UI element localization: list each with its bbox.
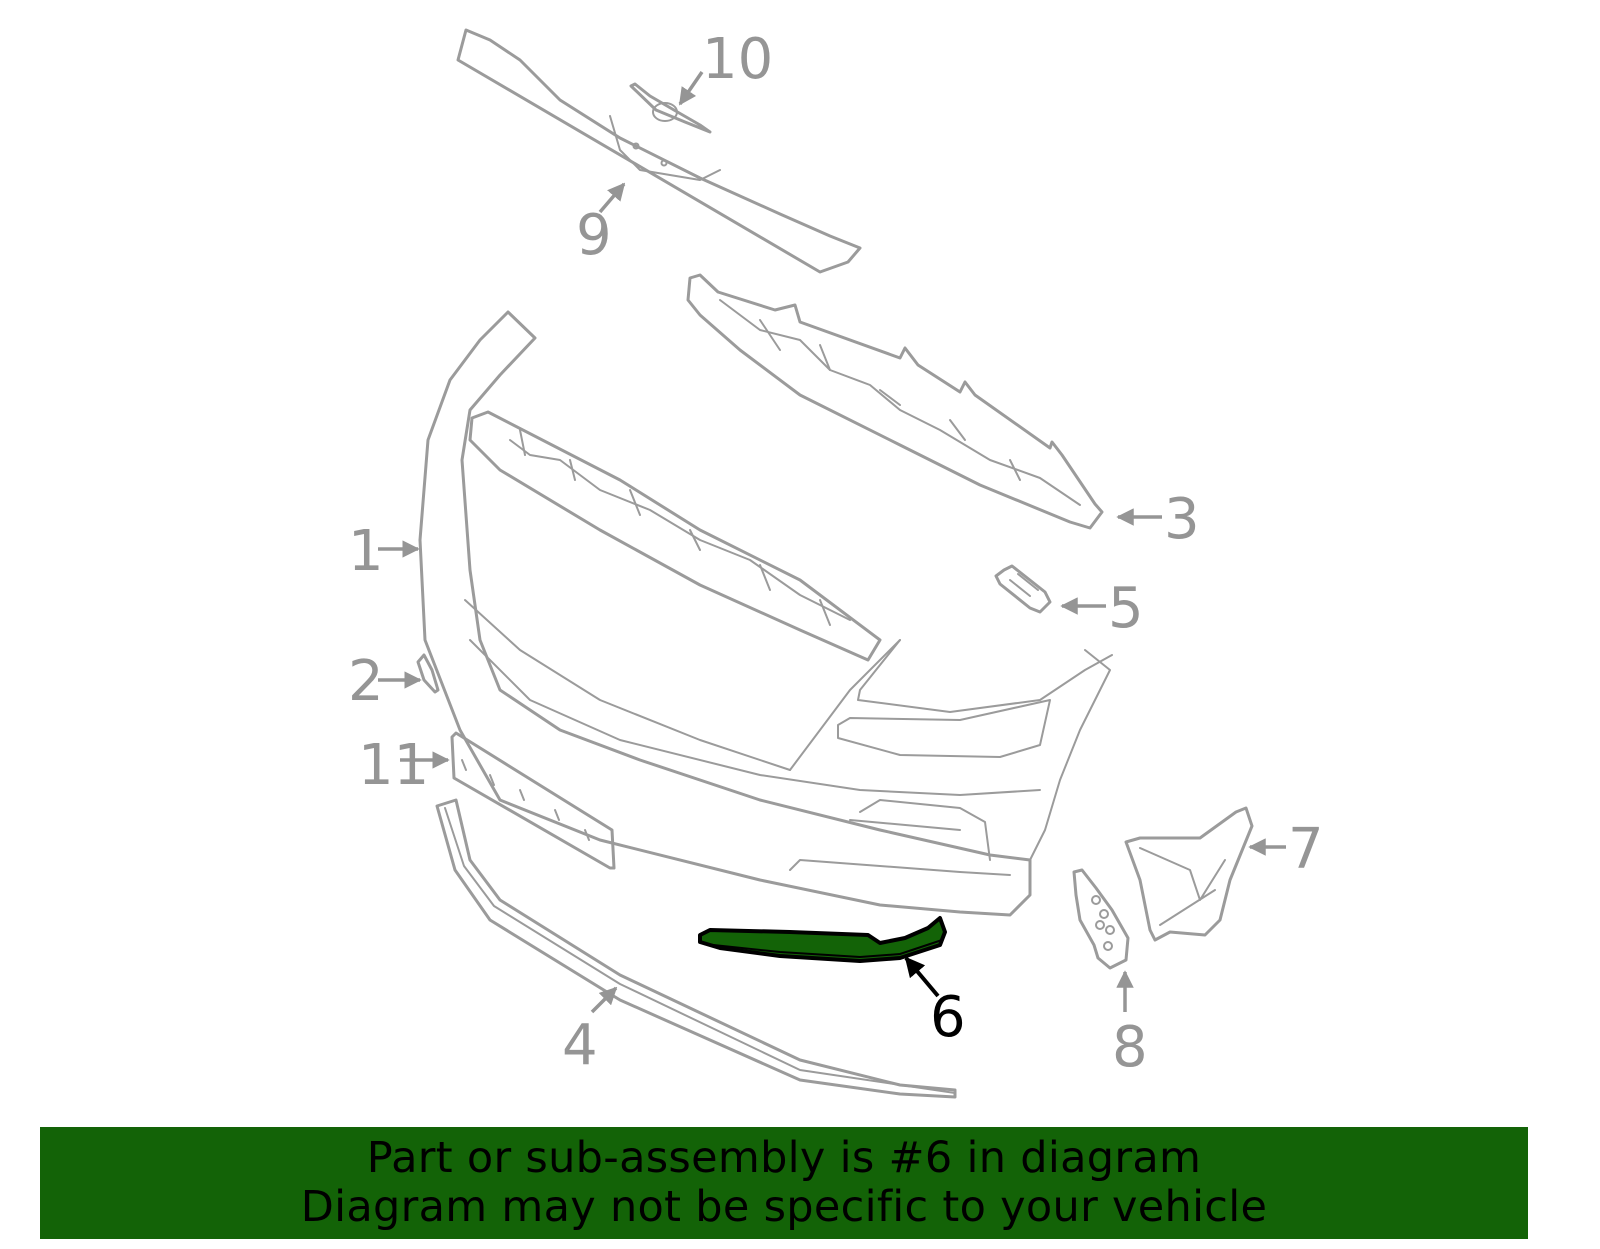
part-8-grille-insert[interactable] — [1072, 868, 1130, 970]
callout-7-label: 7 — [1288, 817, 1324, 882]
callout-7[interactable]: 7 — [1248, 817, 1324, 882]
part-3-reinforcement-bracket[interactable] — [686, 273, 1104, 530]
callout-11[interactable]: 11 — [358, 733, 450, 798]
banner-disclaimer: Diagram may not be specific to your vehi… — [300, 1182, 1268, 1232]
part-1-bumper-cover[interactable] — [418, 310, 1113, 917]
part-2-clip[interactable] — [416, 653, 440, 694]
part-6-lower-trim-highlighted[interactable] — [698, 916, 947, 963]
callout-9[interactable]: 9 — [576, 182, 626, 268]
callout-5[interactable]: 5 — [1060, 576, 1144, 641]
callout-6-label: 6 — [930, 985, 966, 1050]
callout-2-label: 2 — [348, 649, 384, 714]
callout-4-label: 4 — [562, 1013, 598, 1078]
part-11-license-bracket[interactable] — [450, 731, 616, 870]
callout-4[interactable]: 4 — [562, 986, 618, 1078]
callout-6[interactable]: 6 — [904, 956, 966, 1050]
callout-2[interactable]: 2 — [348, 649, 422, 714]
callout-8-label: 8 — [1112, 1015, 1148, 1080]
callout-10[interactable]: 10 — [678, 27, 773, 106]
info-banner: Part or sub-assembly is #6 in diagram Di… — [40, 1127, 1528, 1239]
callout-1[interactable]: 1 — [348, 519, 420, 584]
banner-part-info: Part or sub-assembly is #6 in diagram — [366, 1133, 1202, 1183]
callout-8[interactable]: 8 — [1112, 970, 1148, 1080]
callout-5-label: 5 — [1108, 576, 1144, 641]
part-4-lower-molding[interactable] — [435, 798, 957, 1099]
callout-9-label: 9 — [576, 203, 612, 268]
callout-11-label: 11 — [358, 733, 429, 798]
callout-10-label: 10 — [702, 27, 773, 92]
callout-1-label: 1 — [348, 519, 384, 584]
callout-3[interactable]: 3 — [1116, 487, 1200, 552]
callout-3-label: 3 — [1164, 487, 1200, 552]
part-7-side-bracket[interactable] — [1124, 806, 1254, 942]
part-9-grille-molding[interactable] — [456, 28, 862, 274]
part-10-emblem[interactable] — [629, 82, 712, 134]
part-5-sensor-bracket[interactable] — [994, 564, 1052, 614]
